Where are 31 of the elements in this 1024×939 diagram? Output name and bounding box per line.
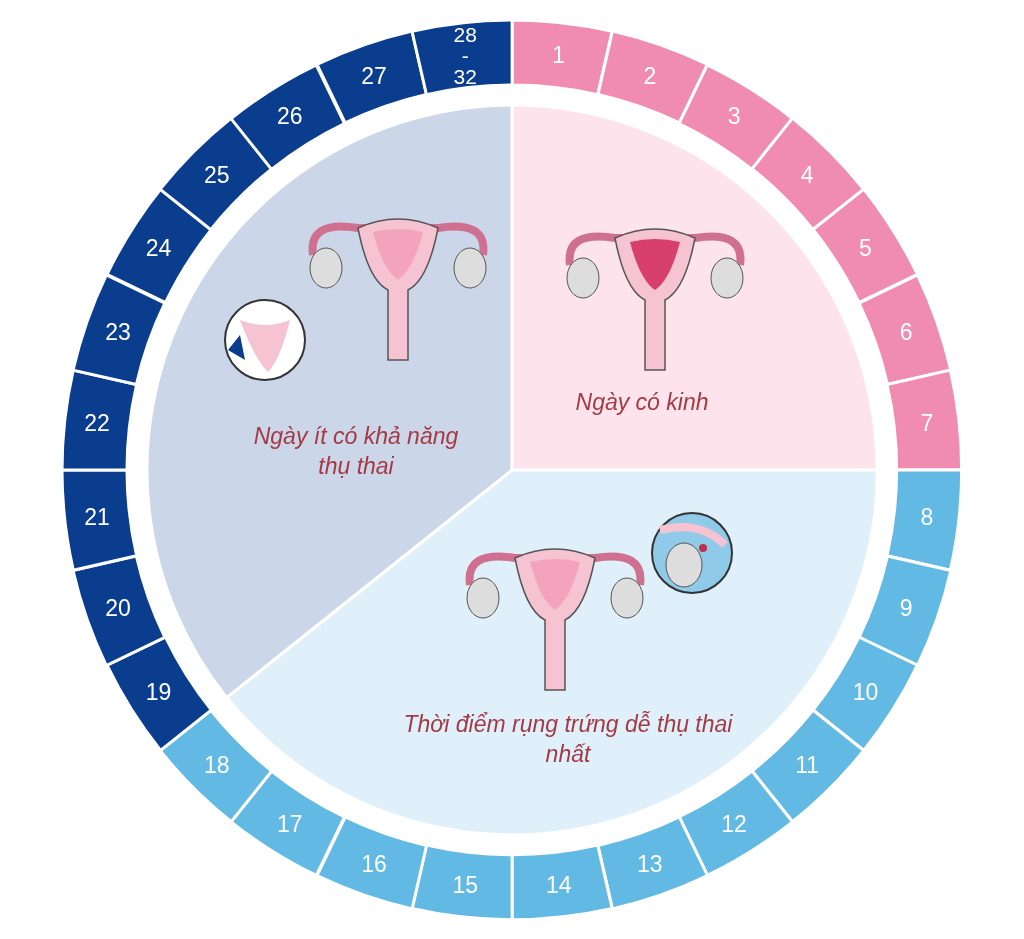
day-number: 6 [899,320,913,344]
day-number: 12 [721,812,747,835]
day-number: 18 [203,753,230,777]
day-number: 24 [145,236,172,260]
day-number: 16 [361,852,387,876]
day-number: 2 [643,64,657,88]
day-number: 11 [795,753,820,777]
day-number: 23 [105,320,131,344]
day-number: 5 [859,236,872,260]
day-number: 20 [105,596,131,620]
day-number: 28 - 32 [452,23,478,87]
day-number: 27 [361,64,387,88]
day-number: 17 [277,812,303,835]
day-number: 4 [800,163,814,187]
phase-label: Ngày ít có khả năng thụ thai [252,422,460,481]
phase-label: Ngày có kinh [574,388,710,418]
day-number: 25 [203,163,230,187]
day-number: 1 [552,43,566,67]
day-number: 21 [84,505,110,529]
day-number: 14 [545,873,572,897]
day-number: 26 [277,105,303,128]
day-number: 19 [145,680,172,704]
day-number: 13 [637,852,663,876]
day-number: 7 [920,411,934,435]
day-number: 22 [84,411,110,435]
day-number: 15 [452,873,479,897]
day-number: 8 [920,505,934,529]
day-number: 3 [727,105,741,128]
day-number: 10 [852,680,879,704]
day-number: 9 [899,596,913,620]
phase-label: Thời điểm rụng trứng dễ thụ thai nhất [403,710,733,769]
